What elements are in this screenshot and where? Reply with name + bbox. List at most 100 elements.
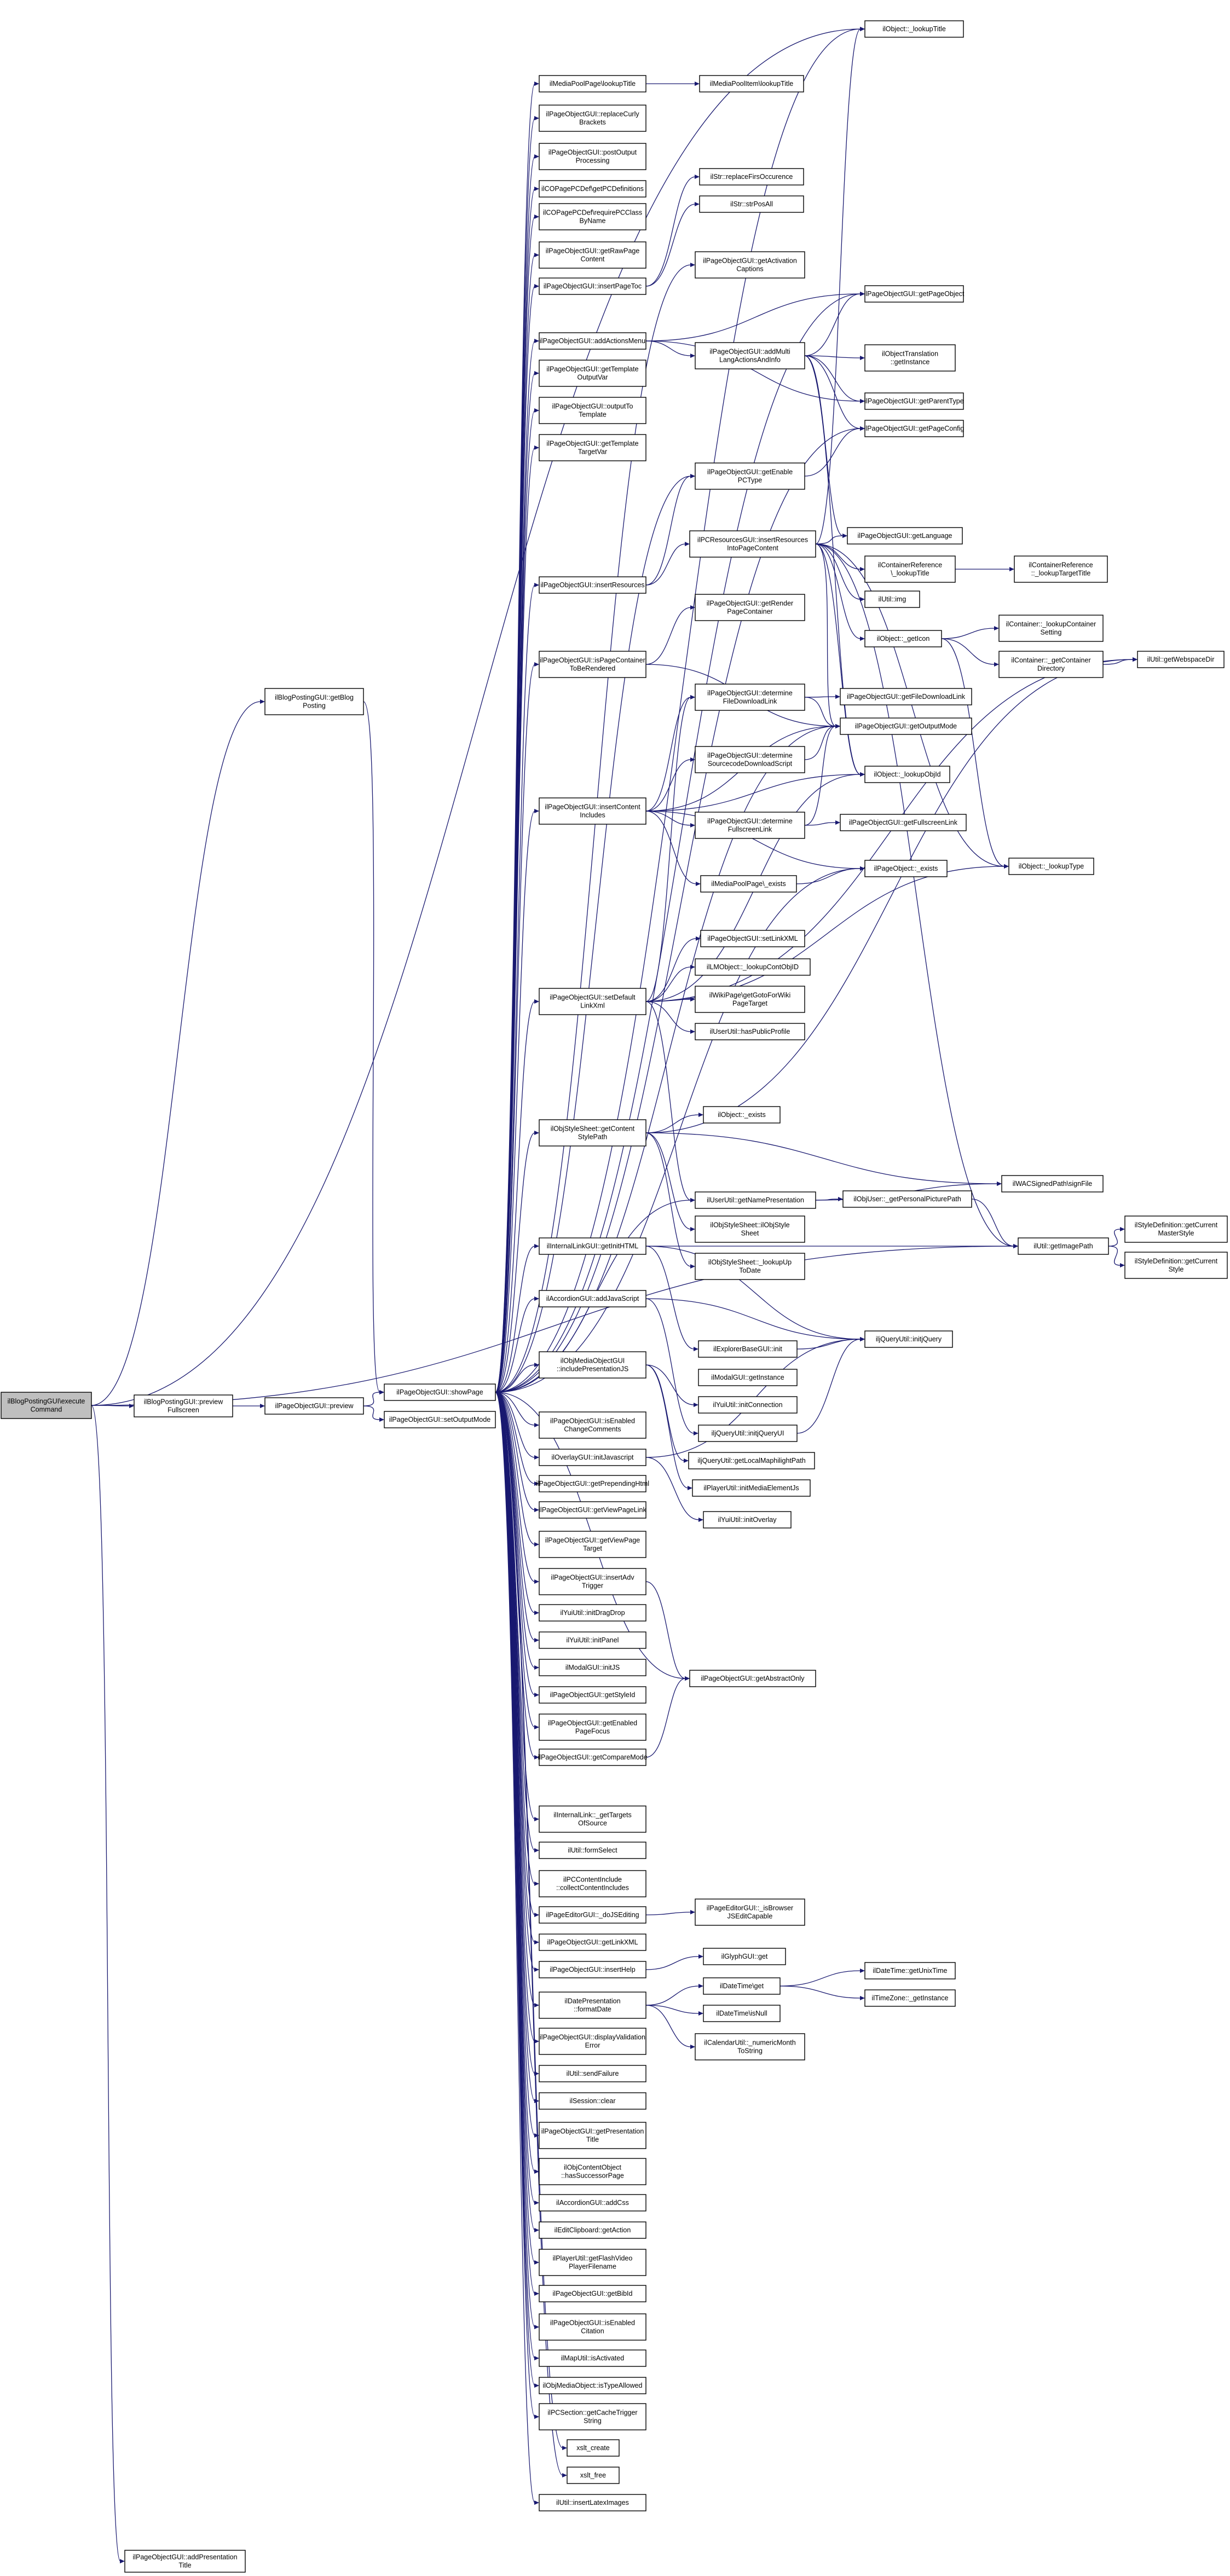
function-node[interactable]: ilYuiUtil::initOverlay (703, 1511, 792, 1529)
function-node[interactable]: ilPlayerUtil::initMediaElementJs (692, 1479, 811, 1497)
function-node[interactable]: ilPageObjectGUI::preview (264, 1397, 364, 1415)
function-node[interactable]: ilDateTime::getUnixTime (864, 1962, 956, 1979)
function-node[interactable]: ilPageObjectGUI::getAbstractOnly (689, 1670, 816, 1687)
function-node[interactable]: ilPageObjectGUI::addMultiLangActionsAndI… (695, 342, 805, 369)
function-node[interactable]: ilPageObjectGUI::getPageConfig (864, 420, 965, 437)
function-node[interactable]: ilSession::clear (539, 2092, 646, 2110)
function-node[interactable]: ilPageObject::_exists (864, 860, 948, 877)
function-node[interactable]: ilDateTime\isNull (703, 2005, 781, 2022)
function-node[interactable]: ilPageObjectGUI::getBibId (539, 2285, 646, 2302)
function-node[interactable]: ilObject::_getIcon (864, 630, 942, 647)
function-node[interactable]: ilTimeZone::_getInstance (864, 1989, 956, 2007)
function-node[interactable]: ilUtil::insertLatexImages (539, 2494, 646, 2511)
function-node[interactable]: ilPlayerUtil::getFlashVideoPlayerFilenam… (539, 2249, 646, 2276)
function-node[interactable]: ilModalGUI::initJS (539, 1659, 646, 1676)
function-node[interactable]: ilAccordionGUI::addCss (539, 2194, 646, 2212)
function-node[interactable]: ilPageObjectGUI::getStyleId (539, 1686, 646, 1704)
function-node[interactable]: ilPageObjectGUI::getFileDownloadLink (840, 688, 972, 705)
function-node[interactable]: ilPageObjectGUI::getCompareMode (538, 1749, 648, 1766)
function-node[interactable]: ilEditClipboard::getAction (539, 2221, 646, 2239)
function-node[interactable]: ilUtil::getImagePath (1018, 1237, 1109, 1255)
function-node[interactable]: ilYuiUtil::initConnection (698, 1396, 798, 1414)
function-node[interactable]: ilExplorerBaseGUI::init (698, 1340, 798, 1358)
function-node[interactable]: ilObjStyleSheet::ilObjStyleSheet (695, 1215, 805, 1243)
function-node[interactable]: ilUserUtil::getNamePresentation (695, 1191, 816, 1209)
function-node[interactable]: ilUtil::formSelect (539, 1842, 646, 1859)
function-node[interactable]: ilWACSignedPath\signFile (1001, 1175, 1104, 1193)
function-node[interactable]: ilObject::_lookupType (1008, 858, 1094, 875)
function-node[interactable]: xslt_free (567, 2467, 620, 2484)
function-node[interactable]: ilYuiUtil::initDragDrop (539, 1604, 646, 1622)
function-node[interactable]: iljQueryUtil::initjQueryUI (698, 1425, 798, 1442)
function-node[interactable]: ilPageObjectGUI::insertPageToc (539, 277, 646, 295)
function-node[interactable]: ilPageObjectGUI::addActionsMenu (539, 332, 646, 350)
function-node[interactable]: ilLMObject::_lookupContObjID (695, 958, 811, 976)
function-node[interactable]: ilPageObjectGUI::getOutputMode (840, 717, 972, 735)
function-node[interactable]: ilObjMediaObjectGUI::includePresentation… (539, 1351, 646, 1379)
function-node[interactable]: ilInternalLinkGUI::getInitHTML (539, 1237, 646, 1255)
function-node[interactable]: ilPageObjectGUI::determineFileDownloadLi… (695, 684, 805, 711)
function-node[interactable]: ilObject::_lookupTitle (864, 20, 964, 38)
function-node[interactable]: ilPageObjectGUI::getPageObject (864, 285, 965, 303)
function-node[interactable]: xslt_create (567, 2439, 620, 2457)
function-node[interactable]: ilObjectTranslation::getInstance (864, 344, 956, 372)
function-node[interactable]: ilPageObjectGUI::showPage (384, 1383, 496, 1401)
function-node[interactable]: ilPageEditorGUI::_doJSEditing (539, 1906, 646, 1924)
function-node[interactable]: ilObjUser::_getPersonalPicturePath (842, 1190, 972, 1208)
function-node[interactable]: ilDateTime\get (703, 1977, 781, 1995)
function-node[interactable]: ilPageObjectGUI::isPageContainerToBeRend… (539, 651, 646, 678)
function-node[interactable]: ilObjMediaObject::isTypeAllowed (539, 2377, 646, 2394)
function-node[interactable]: ilPageObjectGUI::setLinkXML (700, 930, 805, 947)
function-node[interactable]: ilPageObjectGUI::getPrependingHtml (536, 1475, 649, 1492)
function-node[interactable]: ilCOPagePCDef\getPCDefinitions (539, 180, 646, 198)
function-node[interactable]: ilDatePresentation::formatDate (539, 1992, 646, 2019)
function-node[interactable]: ilPCContentInclude::collectContentInclud… (539, 1870, 646, 1897)
function-node[interactable]: ilPageObjectGUI::getFullscreenLink (840, 814, 967, 831)
function-node[interactable]: ilMapUtil::isActivated (539, 2349, 646, 2367)
function-node[interactable]: ilPageObjectGUI::insertHelp (539, 1961, 646, 1978)
function-node[interactable]: ilPageObjectGUI::determineSourcecodeDown… (695, 746, 805, 773)
function-node[interactable]: ilUtil::img (864, 591, 920, 608)
function-node[interactable]: ilPageObjectGUI::getLinkXML (539, 1934, 646, 1951)
function-node[interactable]: ilPCResourcesGUI::insertResourcesIntoPag… (689, 530, 816, 558)
function-node[interactable]: ilOverlayGUI::initJavascript (539, 1449, 646, 1466)
function-node[interactable]: ilObject::_exists (703, 1106, 781, 1124)
function-node[interactable]: ilContainerReference\_lookupTitle (864, 555, 956, 583)
function-node[interactable]: ilUserUtil::hasPublicProfile (695, 1023, 805, 1040)
function-node[interactable]: ilPageObjectGUI::setOutputMode (384, 1411, 496, 1428)
function-node[interactable]: ilPageObjectGUI::getParentType (864, 392, 964, 410)
function-node[interactable]: ilGlyphGUI::get (703, 1948, 786, 1965)
function-node[interactable]: ilMediaPoolPage\_exists (700, 875, 797, 893)
